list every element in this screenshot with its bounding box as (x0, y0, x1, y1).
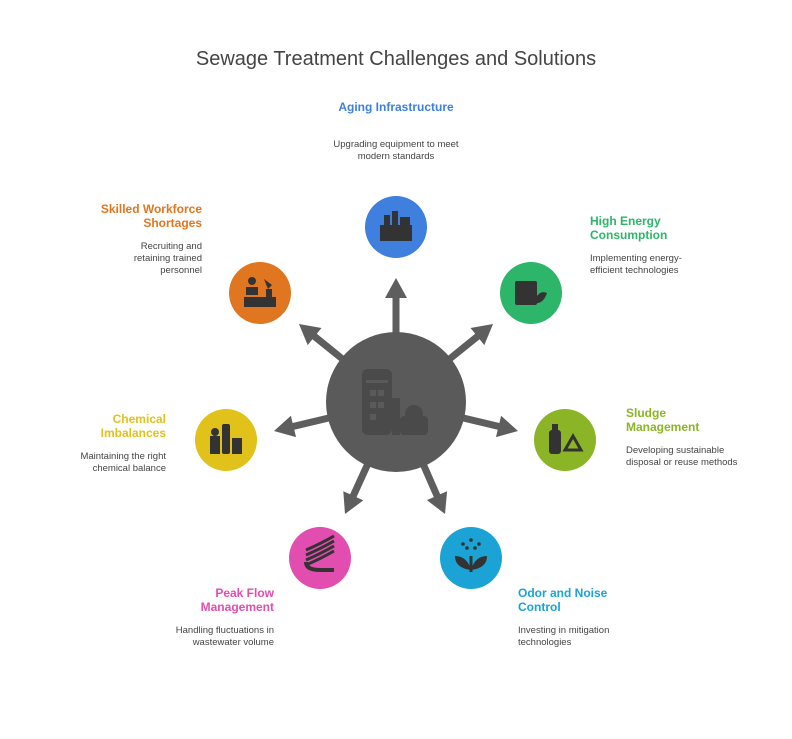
arrow-workforce (299, 324, 352, 368)
node-workforce-circle (229, 262, 291, 324)
arrow-energy (440, 324, 493, 368)
nodes-group (195, 196, 596, 589)
chemical-plant-icon (210, 424, 242, 454)
node-peak-flow-heading: Peak Flow Management (200, 586, 274, 614)
node-workforce-heading: Skilled Workforce Shortages (100, 202, 202, 230)
node-odor-circle (440, 527, 502, 589)
node-energy-heading: High Energy Consumption (590, 214, 668, 242)
node-sludge-heading: Sludge Management (626, 406, 700, 434)
node-chemical-heading: Chemical Imbalances (100, 412, 166, 440)
node-workforce-description: Recruiting and retaining trained personn… (133, 241, 202, 276)
node-peak-flow-description: Handling fluctuations in wastewater volu… (175, 625, 274, 648)
node-energy-description: Implementing energy-efficient technologi… (590, 253, 682, 276)
arrows-group (274, 278, 518, 514)
node-chemical-description: Maintaining the right chemical balance (80, 451, 166, 474)
arrow-aging (385, 278, 407, 342)
node-aging-heading: Aging Infrastructure (338, 100, 454, 114)
factory-icon (380, 211, 412, 241)
node-peak-flow-circle (289, 527, 351, 589)
treatment-plant-icon (362, 369, 428, 435)
node-aging-description: Upgrading equipment to meet modern stand… (333, 139, 459, 162)
arrow-peak-flow (343, 455, 375, 514)
node-energy-circle (500, 262, 562, 324)
node-sludge-circle (534, 409, 596, 471)
arrow-chemical (274, 412, 339, 438)
node-chemical-circle (195, 409, 257, 471)
sprout-icon (455, 538, 487, 572)
workforce-icon (244, 277, 276, 307)
flow-icon (304, 534, 335, 572)
node-aging-circle (365, 196, 427, 258)
arrow-odor (416, 455, 448, 514)
recycle-icon (549, 424, 584, 454)
arrow-sludge (453, 412, 518, 438)
node-odor-heading: Odor and Noise Control (518, 586, 608, 614)
node-odor-description: Investing in mitigation technologies (518, 625, 610, 648)
diagram-title: Sewage Treatment Challenges and Solution… (195, 48, 597, 70)
node-sludge-description: Developing sustainable disposal or reuse… (626, 445, 738, 468)
box-plant-icon (515, 281, 547, 305)
